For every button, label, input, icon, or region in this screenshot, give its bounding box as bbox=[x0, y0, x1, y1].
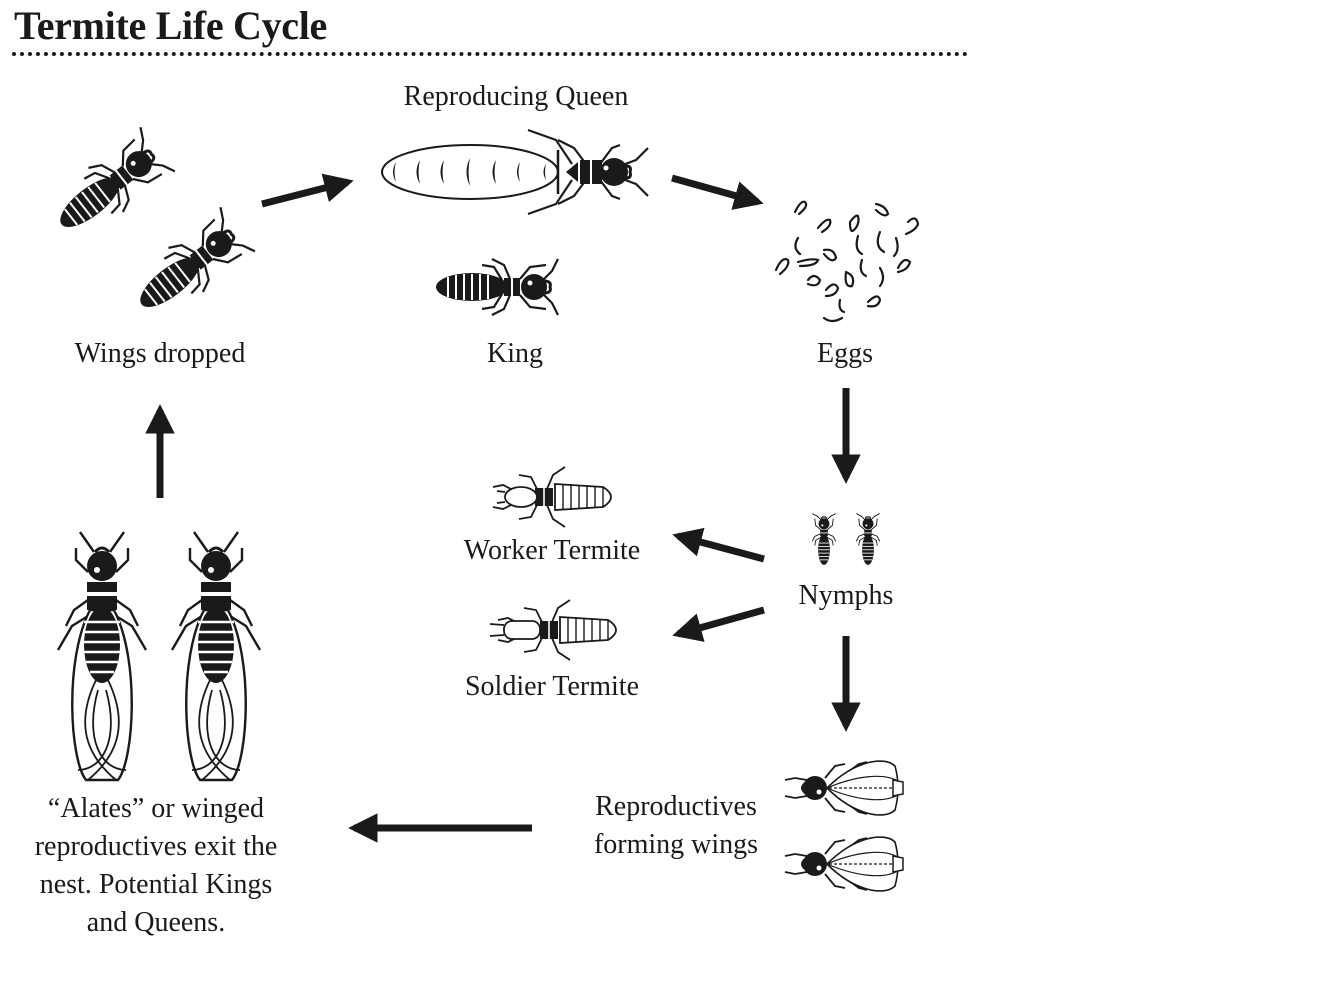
alates-icon bbox=[56, 531, 262, 782]
label-reproducing-queen: Reproducing Queen bbox=[403, 81, 629, 112]
label-soldier-termite: Soldier Termite bbox=[464, 671, 640, 702]
worker-termite-icon bbox=[492, 466, 612, 528]
soldier-termite-icon bbox=[489, 599, 617, 661]
label-alates: “Alates” or winged reproductives exit th… bbox=[34, 793, 278, 938]
nymphs-icon bbox=[811, 513, 881, 566]
label-wings-dropped: Wings dropped bbox=[74, 338, 246, 369]
label-nymphs: Nymphs bbox=[798, 580, 894, 611]
arrow-wings-dropped-to-queen bbox=[261, 173, 354, 208]
label-king: King bbox=[487, 338, 543, 369]
label-worker-termite: Worker Termite bbox=[463, 535, 641, 566]
label-eggs: Eggs bbox=[817, 338, 873, 369]
diagram-title: Termite Life Cycle bbox=[14, 3, 327, 48]
arrow-nymphs-to-worker bbox=[672, 527, 765, 563]
wings-dropped-termite-1-icon bbox=[42, 125, 177, 248]
label-reproductives-forming-wings: Reproductives forming wings bbox=[593, 791, 759, 860]
title-dotted-divider bbox=[12, 52, 968, 56]
arrow-queen-to-eggs bbox=[671, 174, 764, 210]
arrow-nymphs-to-soldier bbox=[672, 606, 765, 642]
wings-dropped-termite-2-icon bbox=[122, 205, 257, 328]
king-termite-icon bbox=[434, 257, 560, 317]
reproductives-forming-wings-icon bbox=[784, 760, 904, 892]
eggs-icon bbox=[774, 200, 920, 323]
queen-termite-icon bbox=[381, 128, 649, 216]
